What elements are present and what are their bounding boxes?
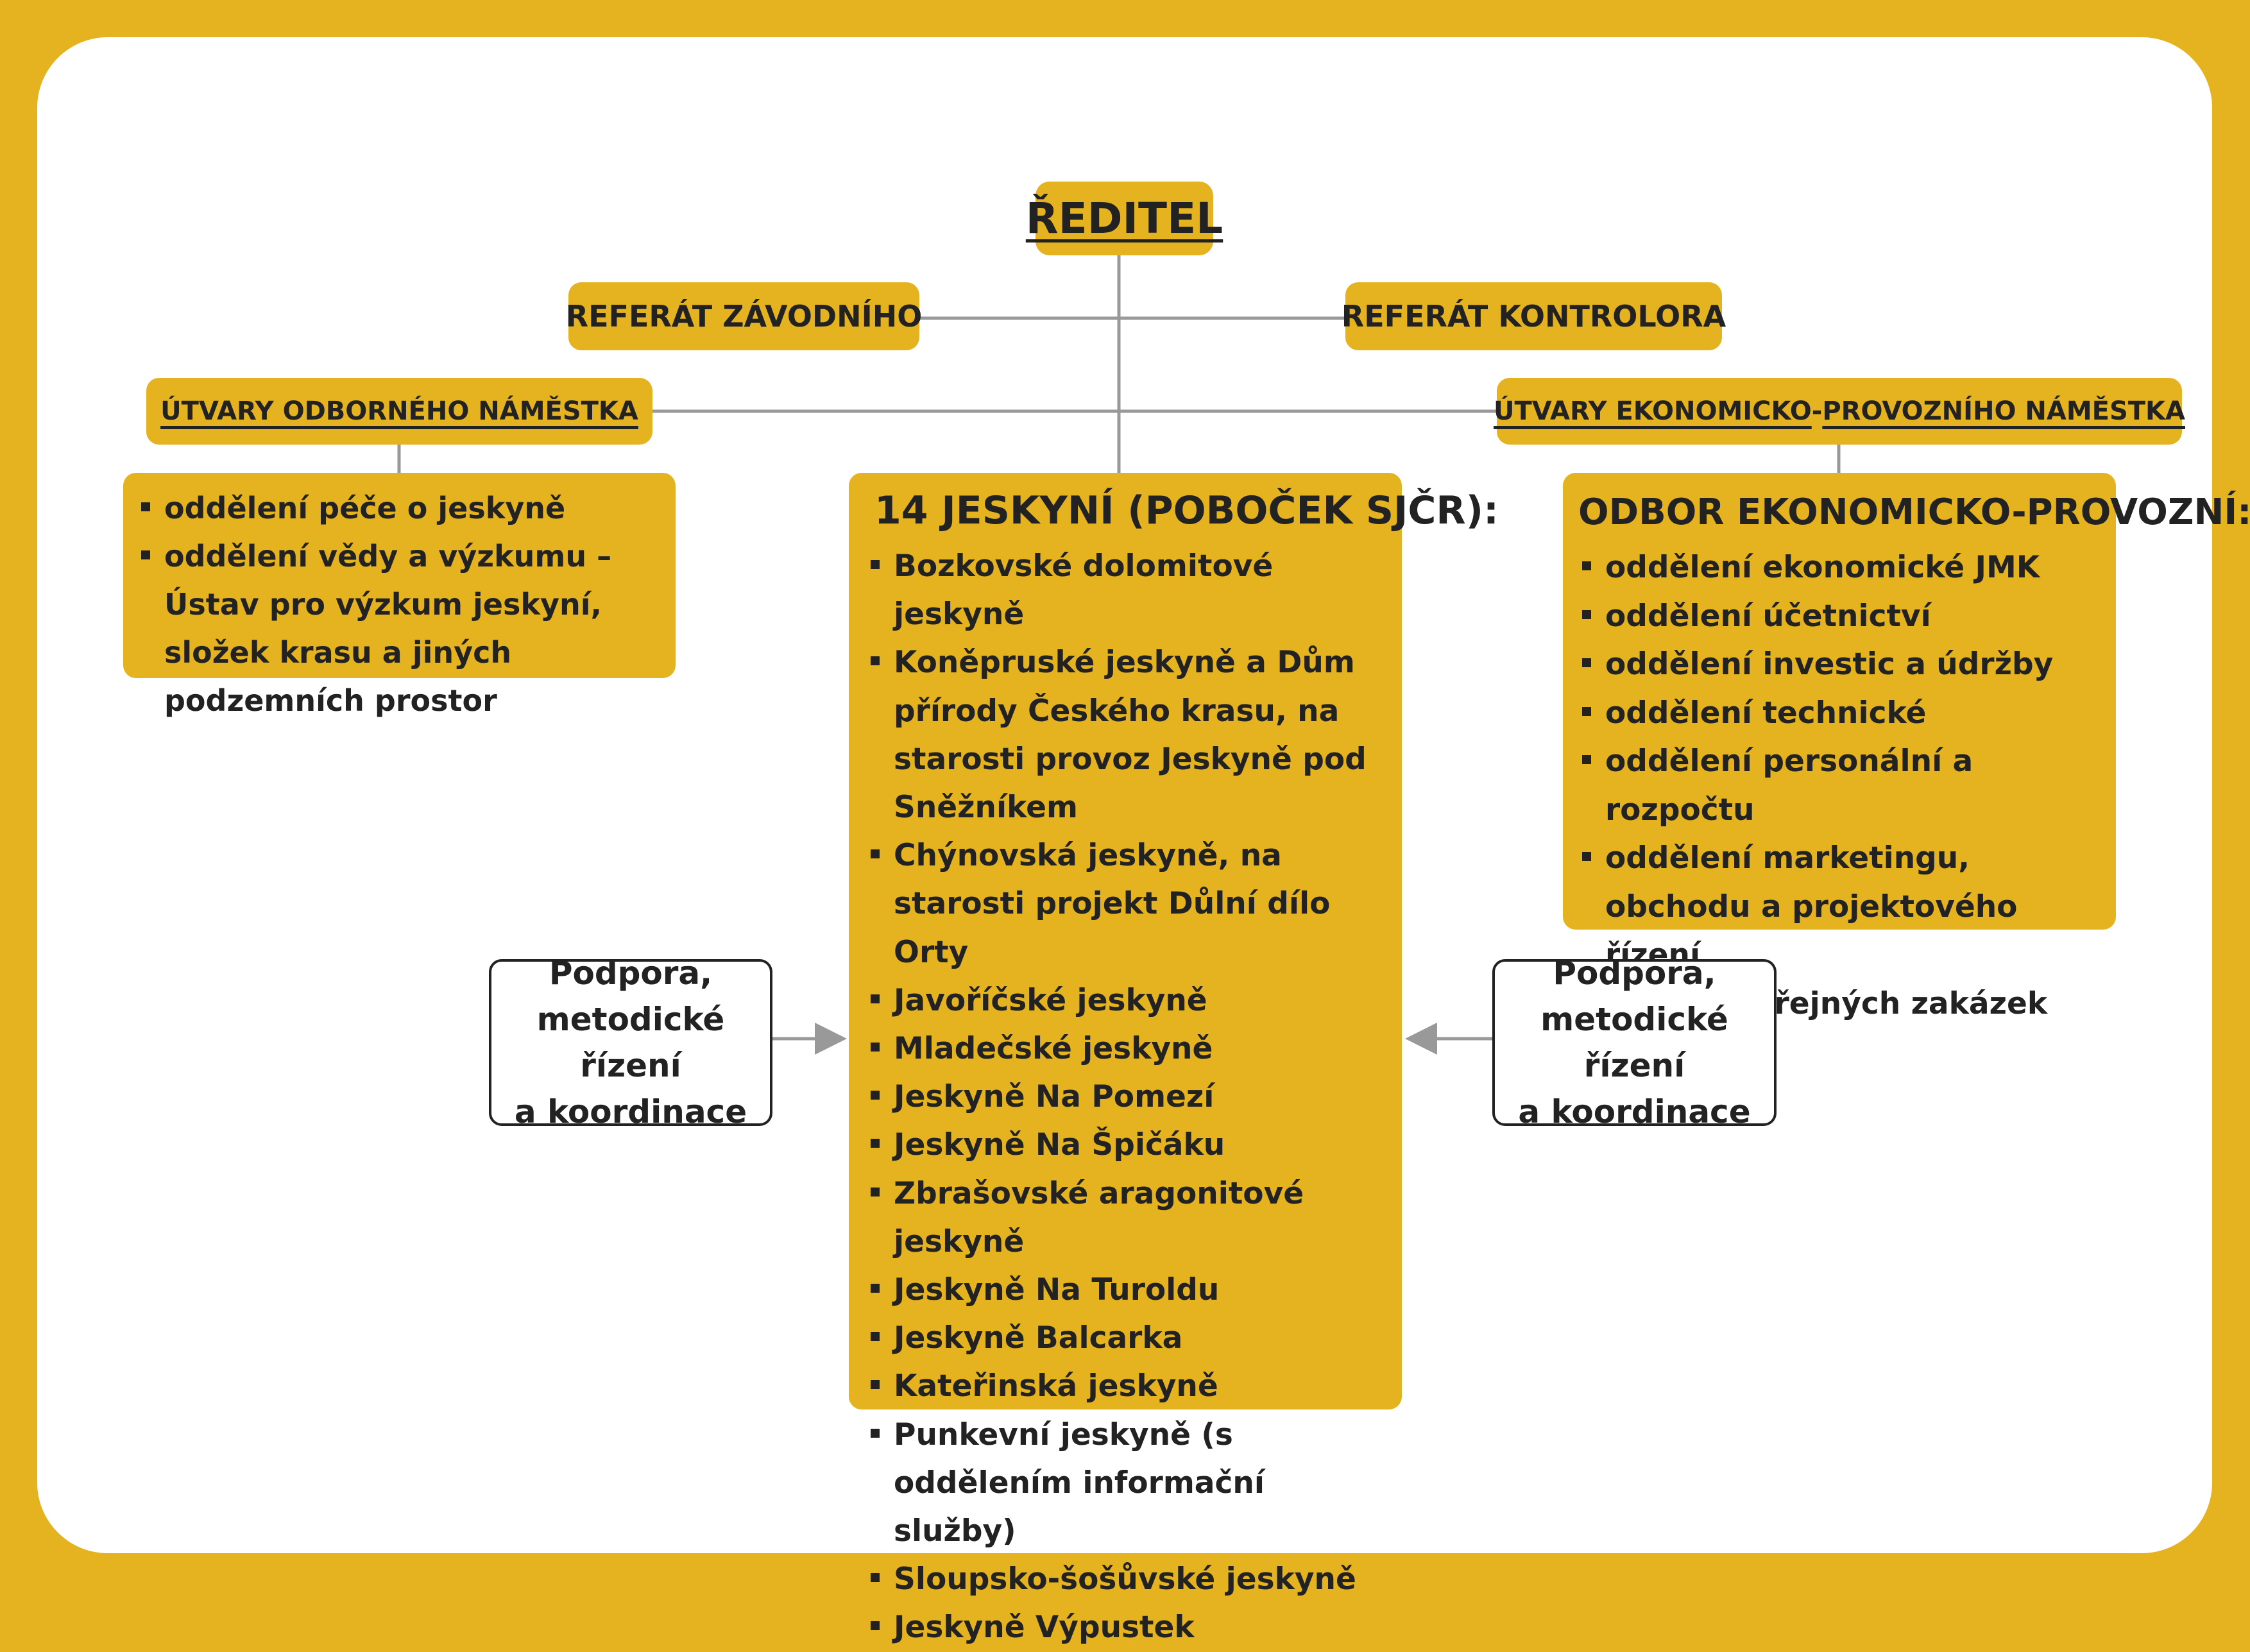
list-item: Mladečské jeskyně (867, 1025, 1389, 1073)
list-item: oddělení technické (1578, 689, 2101, 738)
list-item: Koněpruské jeskyně a Dům přírody Českého… (867, 638, 1389, 831)
list-item: Punkevní jeskyně (s oddělením informační… (867, 1411, 1389, 1556)
odborne-utvary-list: oddělení péče o jeskyně oddělení vědy a … (137, 484, 658, 725)
list-item: Jeskyně Výpustek (867, 1603, 1389, 1651)
list-item: oddělení účetnictví (1578, 592, 2101, 641)
list-item: Zbrašovské aragonitové jeskyně (867, 1170, 1389, 1266)
utvary-ekonomicko-box: ÚTVARY EKONOMICKO-PROVOZNÍHO NÁMĚSTKA (1493, 378, 2186, 445)
support-left-line-3: a koordinace (514, 1093, 747, 1130)
referat-kontrolora-label: REFERÁT KONTROLORA (1341, 299, 1726, 334)
odbor-ekonomicko-title: ODBOR EKONOMICKO-PROVOZNÍ: (1578, 491, 2250, 533)
utvary-odborneho-label: ÚTVARY ODBORNÉHO NÁMĚSTKA (160, 396, 638, 426)
support-box-left: Podpora, metodické řízení a koordinace (489, 955, 772, 1130)
utvary-ekonomicko-label-part1: ÚTVARY EKONOMICKO (1493, 396, 1812, 426)
referat-zavodniho-box: REFERÁT ZÁVODNÍHO (566, 282, 922, 350)
caves-title: 14 JESKYNÍ (POBOČEK SJČR): (874, 488, 1499, 533)
support-right-line-1: Podpora, (1553, 955, 1716, 992)
list-item: Javoříčské jeskyně (867, 976, 1389, 1025)
utvary-ekonomicko-label-dash: - (1811, 396, 1823, 426)
support-box-right: Podpora, metodické řízení a koordinace (1492, 955, 1777, 1130)
list-item: oddělení péče o jeskyně (137, 484, 658, 532)
caves-list: Bozkovské dolomitové jeskyně Koněpruské … (867, 542, 1389, 1652)
director-label: ŘEDITEL (1025, 194, 1223, 243)
list-item: Jeskyně Na Pomezí (867, 1073, 1389, 1121)
utvary-odborneho-box: ÚTVARY ODBORNÉHO NÁMĚSTKA (146, 378, 652, 445)
list-item: Jeskyně Na Turoldu (867, 1266, 1389, 1314)
support-right-line-3: a koordinace (1518, 1093, 1751, 1130)
list-item: Sloupsko-šošůvské jeskyně (867, 1555, 1389, 1603)
list-item: oddělení vědy a výzkumu – Ústav pro výzk… (137, 532, 658, 725)
connector-lines (397, 255, 1841, 1055)
list-item: oddělení personální a rozpočtu (1578, 737, 2101, 834)
caves-list-box: 14 JESKYNÍ (POBOČEK SJČR): Bozkovské dol… (849, 473, 1499, 1645)
referat-kontrolora-box: REFERÁT KONTROLORA (1342, 282, 1726, 350)
list-item: oddělení ekonomické JMK (1578, 543, 2101, 592)
support-right-line-2: metodické řízení (1540, 1001, 1728, 1084)
list-item: Kateřinská jeskyně (867, 1362, 1389, 1410)
list-item: Chýnovská jeskyně, na starosti projekt D… (867, 831, 1389, 976)
list-item: Jeskyně Na Špičáku (867, 1121, 1389, 1169)
support-left-line-1: Podpora, (549, 955, 713, 992)
utvary-ekonomicko-label-part2: PROVOZNÍHO NÁMĚSTKA (1822, 396, 2186, 426)
odbor-ekonomicko-box: ODBOR EKONOMICKO-PROVOZNÍ: oddělení ekon… (1563, 473, 2250, 1021)
list-item: Jeskyně Balcarka (867, 1314, 1389, 1362)
support-left-line-2: metodické řízení (536, 1001, 725, 1084)
odbor-ekonomicko-list: oddělení ekonomické JMK oddělení účetnic… (1578, 543, 2101, 1028)
director-box: ŘEDITEL (1026, 182, 1223, 255)
referat-zavodniho-label: REFERÁT ZÁVODNÍHO (565, 299, 923, 334)
list-item: Bozkovské dolomitové jeskyně (867, 542, 1389, 638)
list-item: oddělení investic a údržby (1578, 640, 2101, 689)
odborne-utvary-list-box: oddělení péče o jeskyně oddělení vědy a … (123, 473, 676, 718)
